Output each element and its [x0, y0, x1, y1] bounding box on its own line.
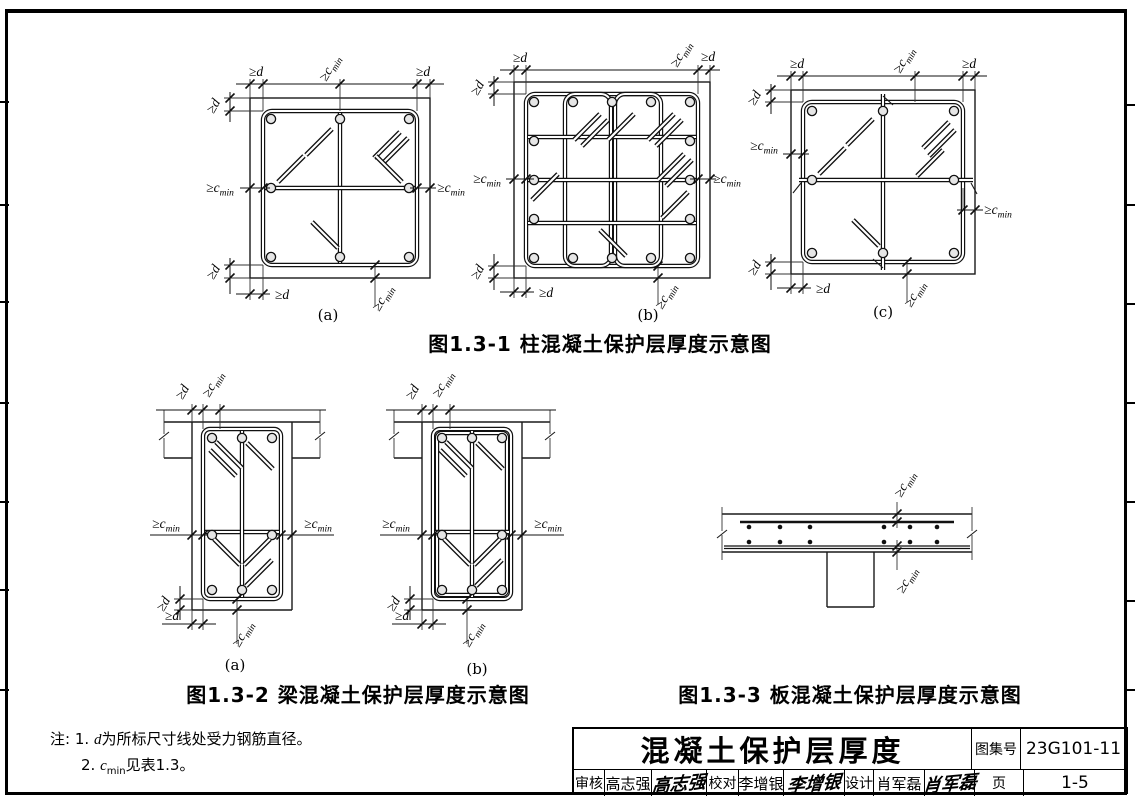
dimensions — [150, 372, 334, 652]
reviewer-name: 高志强 — [605, 770, 652, 796]
concrete-outline — [158, 410, 326, 611]
figure-1-3-2-caption: 图1.3-2 梁混凝土保护层厚度示意图 — [186, 683, 530, 707]
beam-section-a — [150, 372, 334, 674]
binding-tick — [0, 501, 9, 503]
binding-tick — [0, 204, 9, 206]
stirrups — [260, 108, 420, 268]
page-number: 1-5 — [1061, 773, 1089, 793]
concrete-outline — [388, 410, 556, 611]
concrete-outline — [716, 507, 978, 608]
note-prefix: 注: — [50, 730, 71, 748]
binding-tick — [0, 689, 9, 691]
stirrups — [792, 94, 978, 270]
binding-tick — [0, 301, 9, 303]
checker-name: 李增银 — [739, 770, 784, 796]
stirrup-hooks — [819, 119, 955, 246]
column-section-c — [744, 43, 1013, 321]
figure-1-3-1-caption: 图1.3-1 柱混凝土保护层厚度示意图 — [428, 332, 772, 356]
atlas-number-label: 图集号 — [972, 729, 1021, 769]
slab-section — [716, 467, 978, 608]
dimensions — [380, 372, 564, 652]
title-block-row-2: 审核 高志强 高志强 校对 李增银 李增银 设计 肖军磊 肖军磊 页 1-5 — [574, 769, 1126, 798]
beam-section-b — [380, 372, 564, 678]
binding-tick — [1126, 689, 1135, 691]
dimensions — [203, 51, 466, 316]
binding-tick — [0, 402, 9, 404]
checker-signature: 李增银 — [784, 770, 845, 797]
binding-tick — [1126, 501, 1135, 503]
dimensions — [467, 40, 742, 314]
binding-tick — [1126, 402, 1135, 404]
sheet-title: 混凝土保护层厚度 — [574, 729, 972, 769]
title-block: 混凝土保护层厚度 图集号 23G101-11 审核 高志强 高志强 校对 李增银… — [572, 727, 1128, 798]
figure-1-3-3-caption: 图1.3-3 板混凝土保护层厚度示意图 — [678, 683, 1022, 707]
designer-signature: 肖军磊 — [921, 770, 978, 798]
binding-tick — [1126, 104, 1135, 106]
binding-tick — [1126, 204, 1135, 206]
title-block-row-1: 混凝土保护层厚度 图集号 23G101-11 — [574, 729, 1126, 769]
binding-tick — [0, 589, 9, 591]
atlas-number: 23G101-11 — [1025, 739, 1122, 759]
stirrups — [200, 426, 284, 602]
column-section-a — [203, 51, 466, 324]
designer-name: 肖军磊 — [874, 770, 925, 796]
symbol-d: d — [93, 732, 102, 748]
reviewer-signature: 高志强 — [651, 770, 707, 798]
notes: 注: 1. d为所标尺寸线处受力钢筋直径。 2. cmin见表1.3。 — [50, 727, 311, 784]
concrete-outline — [790, 89, 976, 275]
binding-tick — [0, 101, 9, 103]
dimensions — [744, 43, 1013, 312]
binding-tick — [1126, 303, 1135, 305]
page-label: 页 — [975, 770, 1024, 796]
design-label: 设计 — [845, 770, 874, 796]
symbol-cmin: c — [100, 758, 107, 774]
note-line-2: 2. cmin见表1.3。 — [81, 756, 195, 777]
dimensions — [890, 467, 923, 598]
binding-tick — [1126, 600, 1135, 602]
check-label: 校对 — [707, 770, 739, 796]
column-section-b — [467, 40, 742, 324]
note-line-1: 注: 1. d为所标尺寸线处受力钢筋直径。 — [50, 730, 312, 748]
review-label: 审核 — [574, 770, 605, 796]
slab-rebar — [724, 520, 970, 550]
